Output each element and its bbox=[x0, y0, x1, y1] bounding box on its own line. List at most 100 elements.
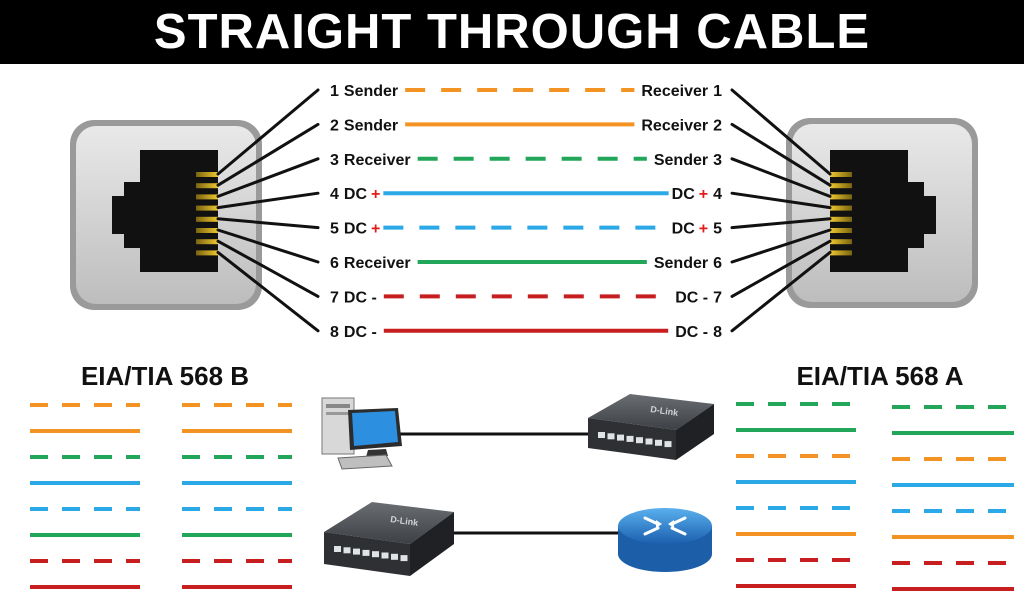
pin-sign-left: + bbox=[371, 186, 380, 203]
pin-role-right: Receiver bbox=[641, 117, 708, 134]
pin-number-left: 7 bbox=[330, 289, 339, 306]
jack-pin-left bbox=[196, 205, 218, 211]
pin-role-right: DC bbox=[672, 221, 696, 238]
router-icon bbox=[618, 508, 712, 572]
pin-role-right: DC - bbox=[675, 324, 708, 341]
pin-role-left: Sender bbox=[344, 83, 398, 100]
pin-sign-left: + bbox=[371, 221, 380, 238]
jack-pin-left bbox=[196, 239, 218, 245]
fan-wire-left bbox=[216, 217, 320, 230]
switch-port bbox=[645, 438, 653, 445]
pin-label-left: 4 DC+ bbox=[330, 186, 380, 203]
rj45-jack-right bbox=[786, 118, 978, 308]
jack-pin-right bbox=[830, 239, 852, 245]
fan-wire-right bbox=[730, 157, 832, 198]
page-title: STRAIGHT THROUGH CABLE bbox=[0, 0, 1024, 64]
pin-role-right: DC - bbox=[675, 289, 708, 306]
pin-role-right: DC bbox=[672, 186, 696, 203]
fan-wire-right bbox=[730, 122, 832, 187]
switch-port bbox=[391, 553, 398, 560]
switch-port bbox=[343, 547, 351, 554]
pin-number-left: 4 bbox=[330, 186, 339, 203]
pin-role-left: DC - bbox=[344, 289, 377, 306]
pin-role-left: DC - bbox=[344, 324, 377, 341]
pin-number-right: 3 bbox=[713, 152, 722, 169]
pin-number-right: 4 bbox=[713, 186, 722, 203]
pin-role-left: DC bbox=[344, 221, 368, 238]
pin-role-left: Receiver bbox=[344, 255, 411, 272]
rj45-jack-left bbox=[70, 120, 262, 310]
pin-number-right: 7 bbox=[713, 289, 722, 306]
pin-role-left: Receiver bbox=[344, 152, 411, 169]
jack-pin-right bbox=[830, 216, 852, 222]
pin-number-left: 2 bbox=[330, 117, 339, 134]
fan-wire-left bbox=[216, 191, 320, 210]
jack-pin-right bbox=[830, 205, 852, 211]
pin-label-left: 6 Receiver bbox=[330, 255, 411, 272]
pin-number-left: 6 bbox=[330, 255, 339, 272]
switch-port bbox=[334, 546, 341, 552]
jack-pin-right bbox=[830, 194, 852, 200]
pin-sign-right: + bbox=[699, 221, 708, 238]
jack-pin-right bbox=[830, 250, 852, 256]
switch-port bbox=[617, 434, 624, 441]
fan-wire-left bbox=[216, 122, 320, 187]
switch-port bbox=[362, 549, 370, 556]
jack-pin-left bbox=[196, 194, 218, 200]
pin-label-right: Sender 3 bbox=[654, 152, 722, 169]
pin-role-left: DC bbox=[344, 186, 368, 203]
pin-row: 7 DC - DC - 7 bbox=[330, 289, 722, 306]
pin-sign-right: + bbox=[699, 186, 708, 203]
fan-wire-right bbox=[730, 88, 832, 176]
switch-port bbox=[626, 435, 634, 442]
pin-label-right: DC+4 bbox=[672, 186, 722, 203]
pin-label-right: DC+5 bbox=[672, 221, 722, 238]
fan-wire-right bbox=[730, 228, 832, 264]
jack-pin-left bbox=[196, 250, 218, 256]
pin-number-left: 5 bbox=[330, 221, 339, 238]
fan-wire-right bbox=[730, 239, 832, 298]
pin-row: 3 Receiver Sender 3 bbox=[330, 152, 722, 169]
pin-label-right: DC -8 bbox=[675, 324, 722, 341]
switch-port bbox=[598, 432, 605, 438]
pin-role-right: Sender bbox=[654, 152, 708, 169]
jack-pin-left bbox=[196, 216, 218, 222]
pin-number-right: 5 bbox=[713, 221, 722, 238]
standard-b-wires bbox=[30, 403, 292, 589]
fan-wire-left bbox=[216, 228, 320, 264]
network-switch-icon-top: D-Link bbox=[588, 394, 714, 460]
fan-wire-left bbox=[216, 239, 320, 298]
fan-out-wires bbox=[216, 88, 832, 333]
fan-wire-right bbox=[730, 250, 832, 333]
jack-pin-right bbox=[830, 228, 852, 233]
switch-port bbox=[655, 439, 662, 446]
switch-port bbox=[353, 548, 360, 555]
network-switch-icon-bottom: D-Link bbox=[324, 502, 454, 576]
standard-a-wires bbox=[736, 402, 1014, 591]
fan-wire-right bbox=[730, 217, 832, 230]
pin-number-right: 6 bbox=[713, 255, 722, 272]
pin-label-right: DC - 7 bbox=[675, 289, 722, 306]
switch-port bbox=[400, 555, 408, 562]
pin-row: 6 Receiver Sender 6 bbox=[330, 255, 722, 272]
pin-number-left: 3 bbox=[330, 152, 339, 169]
jack-pin-left bbox=[196, 172, 218, 177]
switch-port bbox=[381, 552, 389, 559]
jack-pin-left bbox=[196, 183, 218, 189]
switch-port bbox=[636, 437, 643, 444]
jack-pin-right bbox=[830, 183, 852, 189]
switch-port bbox=[372, 551, 379, 558]
pin-number-right: 1 bbox=[713, 83, 722, 100]
pin-role-right: Sender bbox=[654, 255, 708, 272]
